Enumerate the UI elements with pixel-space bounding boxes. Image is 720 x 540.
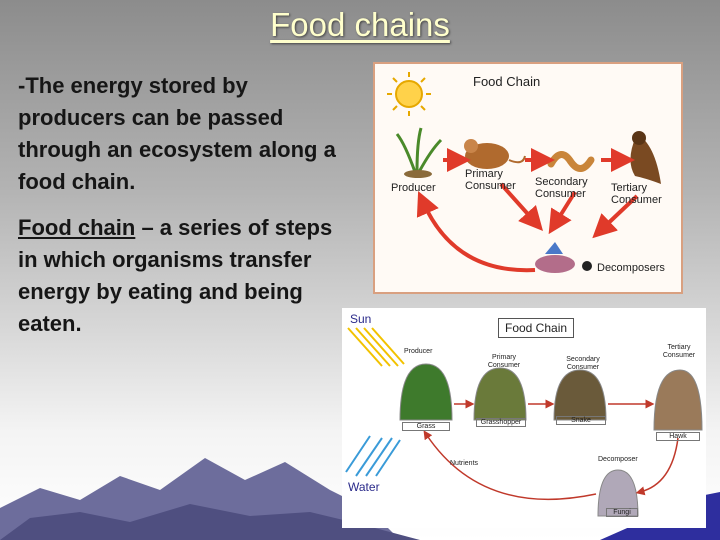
slide-title: Food chains bbox=[270, 6, 450, 43]
label-sun: Sun bbox=[350, 312, 372, 326]
label-primary-consumer: Primary Consumer bbox=[465, 168, 516, 192]
energy-arrows bbox=[423, 399, 679, 501]
food-chain-diagram-top: Food Chain Producer Primary Consumer Sec… bbox=[373, 62, 683, 294]
paragraph-definition: Food chain – a series of steps in which … bbox=[18, 212, 348, 340]
label-decomposer: Decomposer bbox=[598, 456, 638, 463]
label-tertiary-consumer-2: Tertiary Consumer bbox=[662, 344, 696, 359]
label-producer: Producer bbox=[391, 182, 436, 194]
definition-text: – a series of steps in which organisms t… bbox=[18, 215, 333, 336]
hawk-icon bbox=[630, 131, 661, 184]
water-arrows-icon bbox=[345, 435, 401, 477]
plant-icon bbox=[395, 127, 443, 178]
label-primary-consumer-2: Primary Consumer bbox=[487, 354, 521, 369]
label-snake: Snake bbox=[556, 416, 606, 425]
label-water: Water bbox=[348, 480, 380, 494]
label-hawk: Hawk bbox=[656, 432, 700, 441]
body-text: -The energy stored by producers can be p… bbox=[18, 70, 348, 354]
label-tertiary-consumer: Tertiary Consumer bbox=[611, 182, 662, 206]
food-chain-diagram-bottom: Sun Food Chain Producer Primary Consumer… bbox=[342, 308, 706, 528]
mouse-icon bbox=[464, 139, 526, 169]
term-food-chain: Food chain bbox=[18, 215, 136, 240]
label-nutrients: Nutrients bbox=[450, 460, 479, 467]
snake-icon bbox=[547, 151, 595, 172]
label-grasshopper: Grasshopper bbox=[476, 418, 526, 427]
diagram1-title: Food Chain bbox=[473, 74, 541, 89]
label-producer-2: Producer bbox=[404, 348, 433, 355]
label-secondary-consumer: Secondary Consumer bbox=[535, 176, 588, 200]
label-fungi: Fungi bbox=[606, 508, 638, 517]
label-decomposers: Decomposers bbox=[597, 262, 665, 274]
decomposers-icon bbox=[535, 242, 592, 273]
sun-icon bbox=[387, 72, 431, 116]
paragraph-energy: -The energy stored by producers can be p… bbox=[18, 73, 336, 194]
organism-images bbox=[399, 363, 703, 517]
energy-arrows bbox=[416, 148, 639, 273]
sun-rays-icon bbox=[347, 327, 405, 367]
label-grass: Grass bbox=[402, 422, 450, 431]
diagram2-title: Food Chain bbox=[498, 318, 575, 338]
label-secondary-consumer-2: Secondary Consumer bbox=[566, 356, 600, 371]
